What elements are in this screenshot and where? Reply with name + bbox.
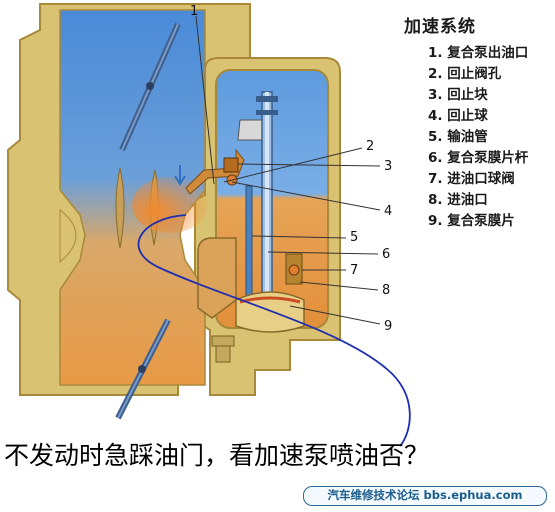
legend-title: 加速系统 [404, 17, 476, 37]
housing-bolt [211, 335, 235, 347]
legend-item: 4. 回止球 [428, 108, 488, 124]
spray-arrow [174, 165, 186, 186]
annotation-curve [137, 214, 411, 447]
inlet-ball [288, 264, 300, 276]
legend-item: 5. 输油管 [428, 129, 488, 145]
legend-item: 6. 复合泵膜片杆 [428, 150, 529, 166]
pump-diaphragm [235, 291, 305, 333]
legend-list: 1. 复合泵出油口 2. 回止阀孔 3. 回止块 4. 回止球 5. 输油管 6… [404, 43, 554, 232]
callout-5: 5 [350, 230, 358, 245]
legend-item: 7. 进油口球阀 [428, 171, 515, 187]
callout-7: 7 [350, 263, 358, 278]
venturi-wall-left [59, 208, 77, 264]
legend-item: 3. 回止块 [428, 87, 488, 103]
callout-3: 3 [384, 159, 392, 174]
callout-8: 8 [382, 283, 390, 298]
legend-item: 9. 复合泵膜片 [428, 213, 515, 229]
legend-item: 1. 复合泵出油口 [428, 45, 529, 61]
forum-watermark: 汽车维修技术论坛 bbs.ephua.com [303, 486, 547, 506]
feed-tube [245, 185, 253, 297]
callout-1: 1 [190, 4, 198, 19]
callout-6: 6 [382, 247, 390, 262]
callout-2: 2 [366, 139, 374, 154]
callout-9: 9 [384, 319, 392, 334]
callout-4: 4 [384, 204, 392, 219]
venturi-booster-left [115, 167, 125, 249]
caption-question: 不发动时急踩油门，看加速泵喷油否？ [4, 441, 430, 470]
legend-item: 8. 进油口 [428, 192, 488, 208]
choke-plate [119, 22, 181, 152]
check-valve-block [223, 157, 239, 173]
leader-lines [195, 15, 381, 325]
legend-item: 2. 回止阀孔 [428, 66, 502, 82]
legend: 加速系统 1. 复合泵出油口 2. 回止阀孔 3. 回止块 4. 回止球 5. … [404, 12, 554, 232]
pump-chamber [197, 237, 237, 319]
throttle-plate [115, 318, 171, 420]
